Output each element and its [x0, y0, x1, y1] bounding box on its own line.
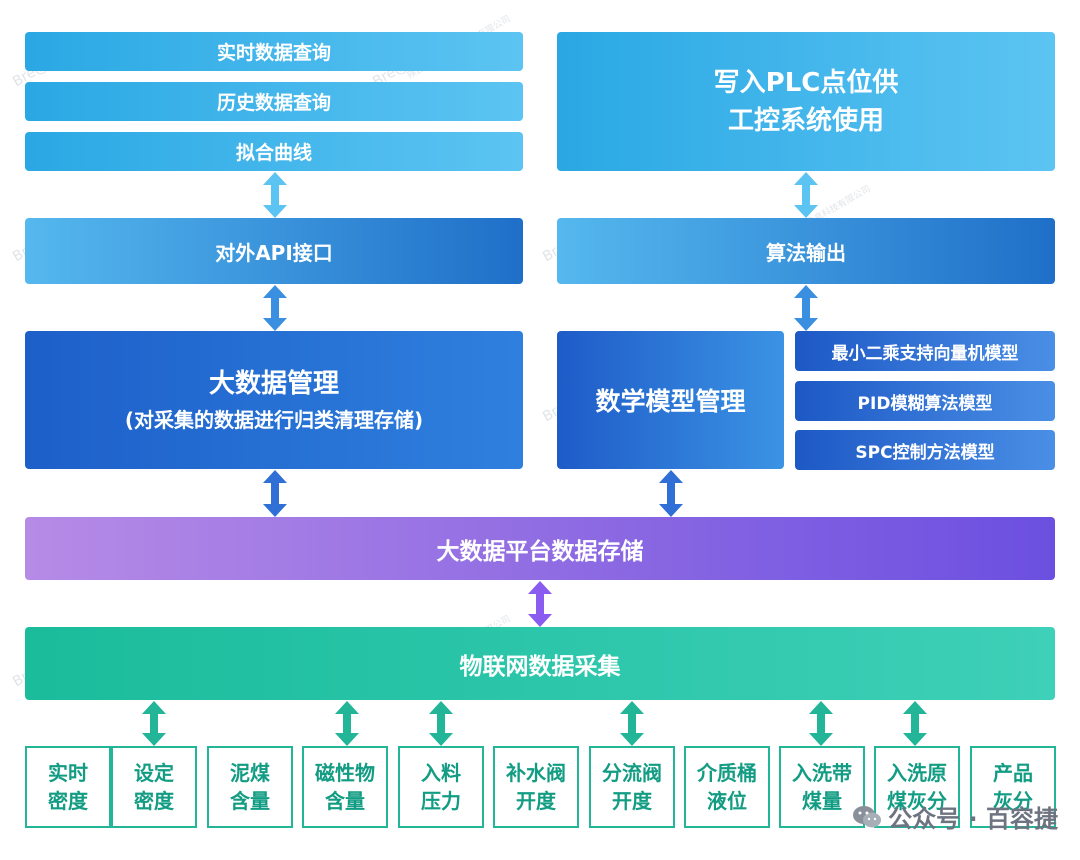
model-item-label: SPC控制方法模型: [855, 442, 995, 463]
arrow-api-to-bigdata: [263, 285, 287, 331]
arrow-bigdata-to-storage: [263, 470, 287, 517]
arrow-iot-to-sensors-5: [809, 701, 833, 746]
arrow-plc-to-algo: [794, 172, 818, 218]
sensor-medium-tank-level: 介质桶 液位: [684, 746, 770, 828]
arrow-math-to-storage: [659, 470, 683, 517]
math-model-management-label: 数学模型管理: [595, 387, 746, 416]
arrow-algo-to-models: [794, 285, 818, 331]
model-item-spc: SPC控制方法模型: [795, 430, 1055, 470]
model-item-lssvm: 最小二乘支持向量机模型: [795, 331, 1055, 371]
history-query-label: 历史数据查询: [216, 92, 331, 114]
math-model-management-box: 数学模型管理: [557, 331, 784, 469]
sensor-magnetic-content: 磁性物 含量: [302, 746, 388, 828]
algorithm-output-box: 算法输出: [557, 218, 1055, 284]
realtime-query-box: 实时数据查询: [25, 32, 523, 71]
sensor-slime-content: 泥煤 含量: [207, 746, 293, 828]
api-interface-box: 对外API接口: [25, 218, 523, 284]
sensor-feed-pressure: 入料 压力: [398, 746, 484, 828]
model-item-label: 最小二乘支持向量机模型: [831, 343, 1019, 364]
arrow-curve-to-api: [263, 172, 287, 218]
model-item-label: PID模糊算法模型: [857, 393, 993, 414]
plc-line-2: 工控系统使用: [727, 105, 884, 136]
algorithm-output-label: 算法输出: [766, 240, 846, 265]
arrow-iot-to-sensors-6: [903, 701, 927, 746]
bigdata-management-title: 大数据管理: [208, 369, 339, 399]
sensor-realtime-density: 实时 密度: [25, 746, 111, 828]
realtime-query-label: 实时数据查询: [216, 42, 331, 64]
model-item-pid-fuzzy: PID模糊算法模型: [795, 381, 1055, 421]
platform-storage-label: 大数据平台数据存储: [436, 538, 644, 565]
arrow-iot-to-sensors-3: [429, 701, 453, 746]
sensor-product-ash: 产品 灰分: [970, 746, 1056, 828]
sensor-belt-coal-amount: 入洗带 煤量: [779, 746, 865, 828]
arrow-iot-to-sensors-4: [620, 701, 644, 746]
plc-write-box: 写入PLC点位供 工控系统使用: [557, 32, 1055, 171]
iot-collection-box: 物联网数据采集: [25, 627, 1055, 700]
bigdata-management-subtitle: (对采集的数据进行归类清理存储): [124, 408, 424, 432]
api-interface-label: 对外API接口: [215, 240, 333, 265]
arrow-storage-to-iot: [528, 581, 552, 627]
arrow-iot-to-sensors-1: [142, 701, 166, 746]
curve-fit-box: 拟合曲线: [25, 132, 523, 171]
wechat-icon: [853, 805, 882, 827]
sensor-makeup-valve: 补水阀 开度: [493, 746, 579, 828]
arrow-iot-to-sensors-2: [335, 701, 359, 746]
sensor-split-valve: 分流阀 开度: [589, 746, 675, 828]
iot-collection-label: 物联网数据采集: [459, 653, 621, 680]
wechat-account-watermark: 公众号 · 百容捷: [852, 799, 1058, 834]
wechat-account-label: 公众号 · 百容捷: [888, 805, 1058, 833]
history-query-box: 历史数据查询: [25, 82, 523, 121]
platform-storage-box: 大数据平台数据存储: [25, 517, 1055, 580]
curve-fit-label: 拟合曲线: [235, 142, 312, 164]
sensor-raw-coal-ash: 入洗原 煤灰分: [874, 746, 960, 828]
sensor-set-density: 设定 密度: [111, 746, 197, 828]
bigdata-management-box: 大数据管理 (对采集的数据进行归类清理存储): [25, 331, 523, 469]
plc-line-1: 写入PLC点位供: [713, 67, 899, 98]
